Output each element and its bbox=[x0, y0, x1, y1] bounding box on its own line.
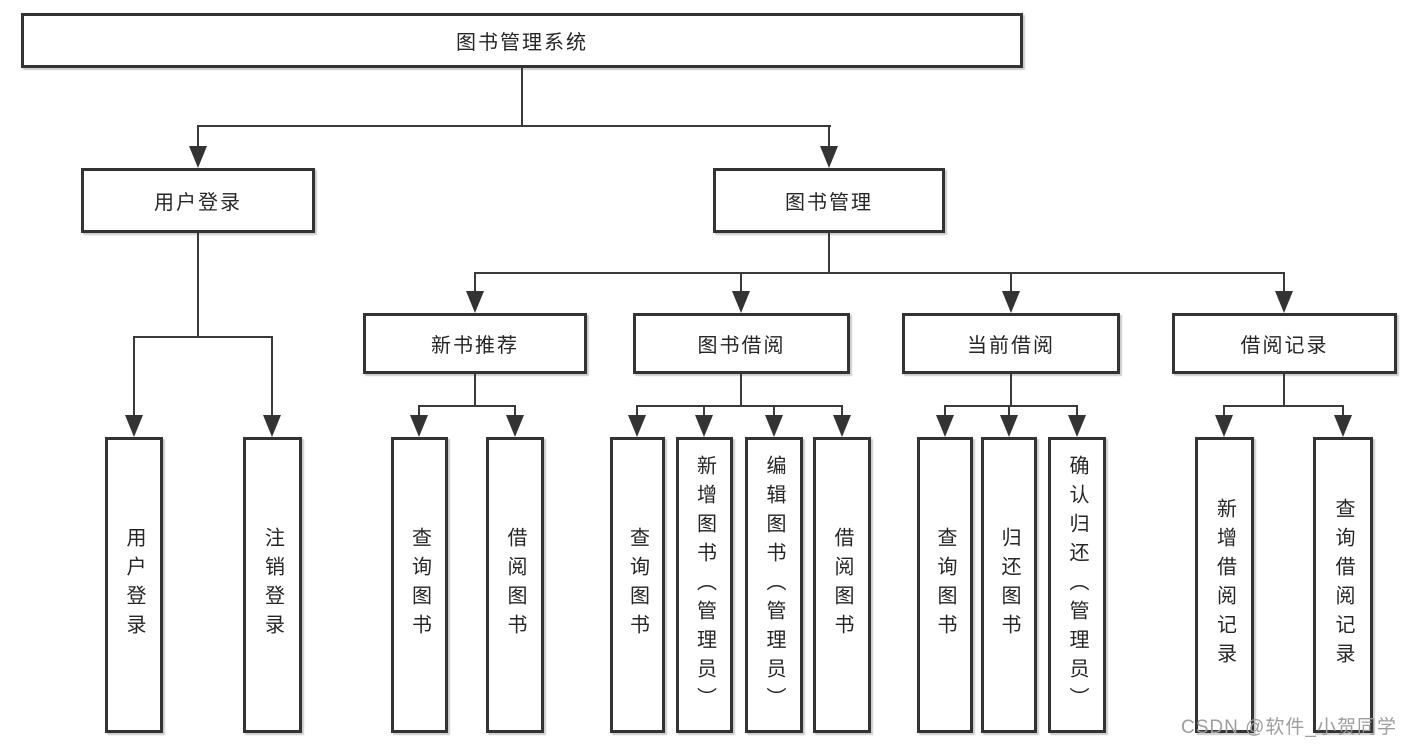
csdn-watermark: CSDN @软件_小贺同学 bbox=[1181, 717, 1397, 738]
connector-arrowhead bbox=[506, 415, 524, 437]
leaf-rec-query-books-label: 查询图书 bbox=[408, 527, 431, 643]
connector-line bbox=[474, 374, 476, 405]
node-root-label: 图书管理系统 bbox=[456, 32, 588, 54]
connector-line bbox=[828, 233, 830, 272]
node-borrow-records-label: 借阅记录 bbox=[1240, 335, 1329, 357]
connector-line bbox=[841, 405, 843, 416]
connector-line bbox=[271, 336, 273, 416]
leaf-bb-query-books: 查询图书 bbox=[610, 437, 665, 733]
connector-arrowhead bbox=[1334, 415, 1352, 437]
connector-arrowhead bbox=[263, 415, 281, 437]
leaf-cb-query-books: 查询图书 bbox=[917, 437, 973, 733]
connector-line bbox=[133, 336, 273, 338]
leaf-cb-return-books: 归还图书 bbox=[981, 437, 1037, 733]
connector-arrowhead bbox=[628, 415, 646, 437]
leaf-bb-edit-books-admin-label: 编辑图书（管理员） bbox=[763, 454, 785, 716]
connector-line bbox=[514, 405, 516, 416]
connector-line bbox=[1010, 374, 1012, 405]
connector-line bbox=[1223, 405, 1344, 407]
connector-arrowhead bbox=[833, 415, 851, 437]
node-user-login: 用户登录 bbox=[81, 168, 315, 233]
leaf-user-login: 用户登录 bbox=[105, 437, 163, 733]
leaf-br-query-record-label: 查询借阅记录 bbox=[1332, 498, 1354, 672]
leaf-logout-label: 注销登录 bbox=[261, 527, 284, 643]
connector-line bbox=[1076, 405, 1078, 416]
connector-line bbox=[1010, 272, 1012, 292]
connector-line bbox=[636, 405, 638, 416]
leaf-bb-add-books-admin: 新增图书（管理员） bbox=[676, 437, 733, 733]
connector-line bbox=[944, 405, 946, 416]
connector-line bbox=[133, 336, 135, 416]
connector-arrowhead bbox=[1275, 291, 1293, 313]
node-book-management-label: 图书管理 bbox=[785, 192, 873, 214]
node-user-login-label: 用户登录 bbox=[154, 192, 242, 214]
connector-line bbox=[636, 405, 843, 407]
leaf-bb-add-books-admin-label: 新增图书（管理员） bbox=[693, 454, 716, 716]
leaf-bb-borrow-books: 借阅图书 bbox=[813, 437, 871, 733]
connector-arrowhead bbox=[1068, 415, 1086, 437]
connector-arrowhead bbox=[189, 146, 207, 168]
connector-arrowhead bbox=[936, 415, 954, 437]
connector-arrowhead bbox=[732, 291, 750, 313]
connector-line bbox=[418, 405, 420, 416]
connector-line bbox=[740, 374, 742, 405]
node-new-book-recommend-label: 新书推荐 bbox=[431, 335, 519, 357]
connector-line bbox=[773, 405, 775, 416]
leaf-rec-borrow-books: 借阅图书 bbox=[486, 437, 544, 733]
leaf-br-add-record-label: 新增借阅记录 bbox=[1213, 498, 1236, 672]
connector-line bbox=[703, 405, 705, 416]
node-root: 图书管理系统 bbox=[21, 13, 1023, 68]
connector-line bbox=[1342, 405, 1344, 416]
connector-line bbox=[740, 272, 742, 292]
connector-line bbox=[474, 272, 1285, 274]
leaf-br-query-record: 查询借阅记录 bbox=[1313, 437, 1373, 733]
connector-line bbox=[1008, 405, 1010, 416]
leaf-user-login-label: 用户登录 bbox=[123, 527, 145, 643]
leaf-cb-query-books-label: 查询图书 bbox=[934, 527, 956, 643]
connector-line bbox=[197, 125, 199, 147]
leaf-cb-return-books-label: 归还图书 bbox=[998, 527, 1020, 643]
connector-line bbox=[197, 233, 199, 336]
node-borrow-records: 借阅记录 bbox=[1172, 313, 1397, 374]
connector-line bbox=[474, 272, 476, 292]
connector-line bbox=[1283, 374, 1285, 405]
connector-arrowhead bbox=[1000, 415, 1018, 437]
leaf-cb-confirm-return-admin-label: 确认归还（管理员） bbox=[1066, 454, 1088, 716]
node-current-borrowing: 当前借阅 bbox=[902, 313, 1120, 374]
node-book-borrowing-label: 图书借阅 bbox=[697, 335, 786, 357]
connector-arrowhead bbox=[765, 415, 783, 437]
leaf-bb-borrow-books-label: 借阅图书 bbox=[831, 527, 853, 643]
leaf-bb-edit-books-admin: 编辑图书（管理员） bbox=[745, 437, 803, 733]
connector-line bbox=[521, 68, 523, 125]
leaf-rec-borrow-books-label: 借阅图书 bbox=[504, 527, 526, 643]
connector-arrowhead bbox=[125, 415, 143, 437]
connector-line bbox=[1223, 405, 1225, 416]
connector-line bbox=[1283, 272, 1285, 292]
connector-line bbox=[197, 125, 831, 127]
connector-arrowhead bbox=[466, 291, 484, 313]
node-new-book-recommend: 新书推荐 bbox=[363, 313, 587, 374]
connector-arrowhead bbox=[1215, 415, 1233, 437]
leaf-bb-query-books-label: 查询图书 bbox=[626, 527, 649, 643]
leaf-cb-confirm-return-admin: 确认归还（管理员） bbox=[1048, 437, 1106, 733]
connector-line bbox=[944, 405, 1078, 407]
node-book-management: 图书管理 bbox=[713, 168, 945, 233]
connector-line bbox=[828, 125, 830, 147]
connector-arrowhead bbox=[1002, 291, 1020, 313]
connector-arrowhead bbox=[695, 415, 713, 437]
connector-line bbox=[418, 405, 516, 407]
leaf-br-add-record: 新增借阅记录 bbox=[1195, 437, 1254, 733]
node-current-borrowing-label: 当前借阅 bbox=[967, 335, 1055, 357]
node-book-borrowing: 图书借阅 bbox=[633, 313, 850, 374]
leaf-logout: 注销登录 bbox=[243, 437, 302, 733]
connector-arrowhead bbox=[410, 415, 428, 437]
connector-arrowhead bbox=[820, 146, 838, 168]
leaf-rec-query-books: 查询图书 bbox=[391, 437, 448, 733]
